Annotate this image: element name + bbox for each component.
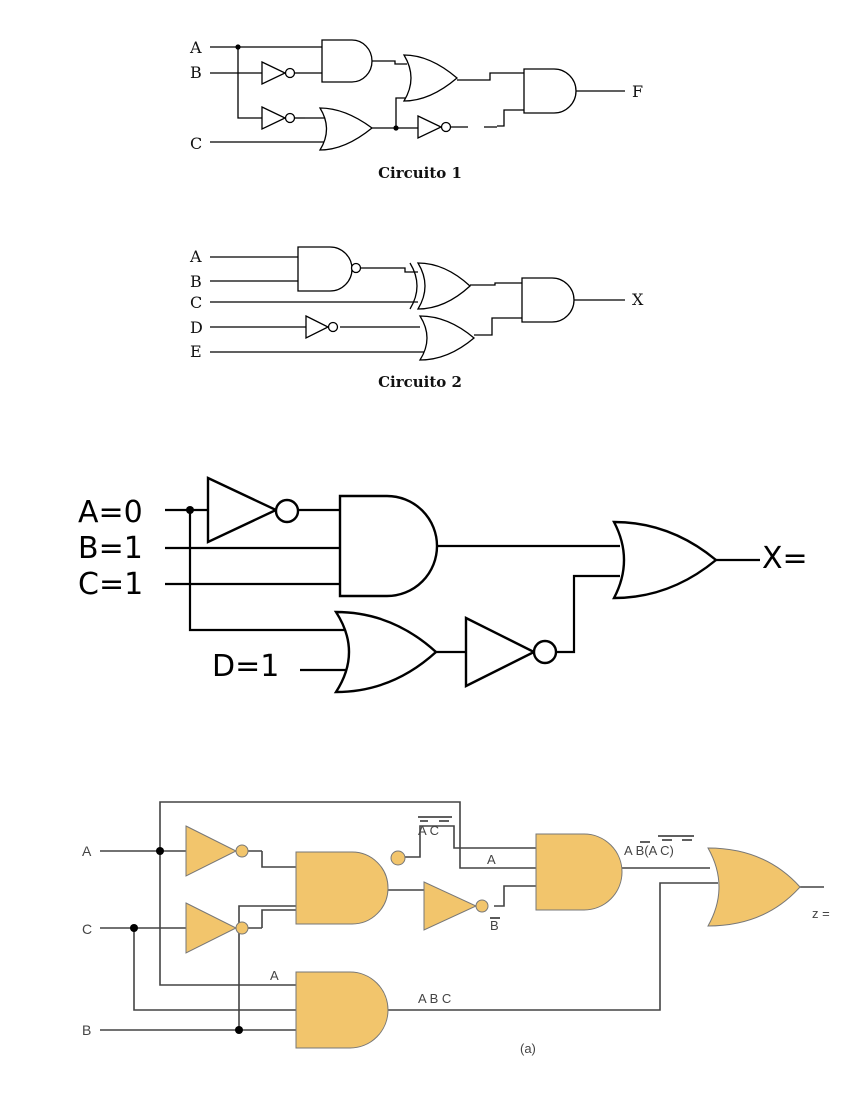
c4-or-gate [707, 847, 801, 927]
c3-and-gate [338, 494, 439, 598]
c1-and-gate-1 [321, 39, 373, 83]
c4-label-nand-out: A C [418, 823, 439, 838]
c4-label-output: z = [812, 906, 830, 921]
c3-input-c: C=1 [78, 567, 143, 602]
c2-or-gate [418, 315, 476, 361]
c4-label-overline [640, 835, 694, 843]
c1-input-b: B [190, 63, 202, 82]
c2-input-c: C [190, 293, 202, 312]
c2-output-x: X [632, 290, 644, 309]
c4-junction [130, 924, 138, 932]
c4-not-gate-c [185, 902, 249, 954]
c1-caption: Circuito 1 [378, 164, 462, 182]
c4-label-and-low-in: A [270, 968, 279, 983]
circuit-3: A=0 B=1 C=1 D=1 X= [78, 476, 808, 694]
c4-label-and-low-out: A B C [418, 991, 451, 1006]
c3-junction [186, 506, 194, 514]
c3-or-gate [333, 610, 438, 694]
c2-xor-extra-arc [409, 262, 418, 310]
c4-caption: (a) [520, 1041, 536, 1056]
c1-input-a: A [189, 38, 202, 57]
c2-input-e: E [190, 342, 202, 361]
c4-junction [235, 1026, 243, 1034]
c4-label-and-in-a: A [487, 852, 496, 867]
c3-input-a: A=0 [78, 495, 143, 530]
c4-input-a: A [82, 843, 92, 859]
c2-caption: Circuito 2 [378, 373, 462, 391]
c3-not-gate-out [464, 616, 558, 688]
c2-xor-gate [416, 262, 471, 310]
c3-or-gate-output [612, 520, 718, 600]
c4-label-b-bar: B [490, 918, 499, 933]
c4-not-gate-a [185, 825, 249, 877]
c1-junction [393, 125, 399, 131]
c2-nand-gate [297, 246, 353, 292]
c4-nand-bubble [390, 850, 406, 866]
c1-not-gate-b [261, 60, 296, 86]
circuit-1: A B C F Circuito 1 [189, 38, 643, 182]
c4-nand-gate [295, 851, 389, 925]
c4-junction [156, 847, 164, 855]
c4-label-and-out: A B(A C) [624, 843, 674, 858]
c3-not-gate-a [206, 476, 300, 544]
c1-output-f: F [632, 82, 643, 101]
c1-or-gate-lower [318, 107, 374, 151]
c1-input-c: C [190, 134, 202, 153]
c3-output-x: X= [762, 541, 808, 576]
circuit-2: A B C D E X Circuito 2 [189, 246, 644, 391]
c4-input-c: C [82, 921, 92, 937]
c1-not-gate-a [261, 105, 296, 131]
c4-label-overline [418, 816, 452, 822]
c2-input-b: B [190, 272, 202, 291]
c2-nand-bubble [350, 262, 362, 274]
c1-or-gate-middle [402, 54, 459, 102]
c2-wire [210, 256, 625, 353]
c1-wire [210, 46, 325, 143]
c4-wire [100, 801, 824, 1031]
c1-junction [235, 44, 241, 50]
c4-and-gate-lower [295, 971, 389, 1049]
c2-and-gate-output [521, 277, 575, 323]
c4-input-b: B [82, 1022, 91, 1038]
c4-not-gate-b [423, 881, 489, 931]
c2-input-a: A [189, 247, 202, 266]
c2-input-d: D [190, 318, 203, 337]
c3-input-b: B=1 [78, 531, 143, 566]
c1-and-gate-output [523, 68, 577, 114]
c3-input-d: D=1 [212, 649, 279, 684]
c1-not-gate-out [417, 114, 452, 140]
c4-and-gate-upper [535, 833, 623, 911]
circuit-4: A C B A C A B A B(A C) [82, 801, 830, 1056]
c2-not-gate-d [305, 314, 339, 340]
